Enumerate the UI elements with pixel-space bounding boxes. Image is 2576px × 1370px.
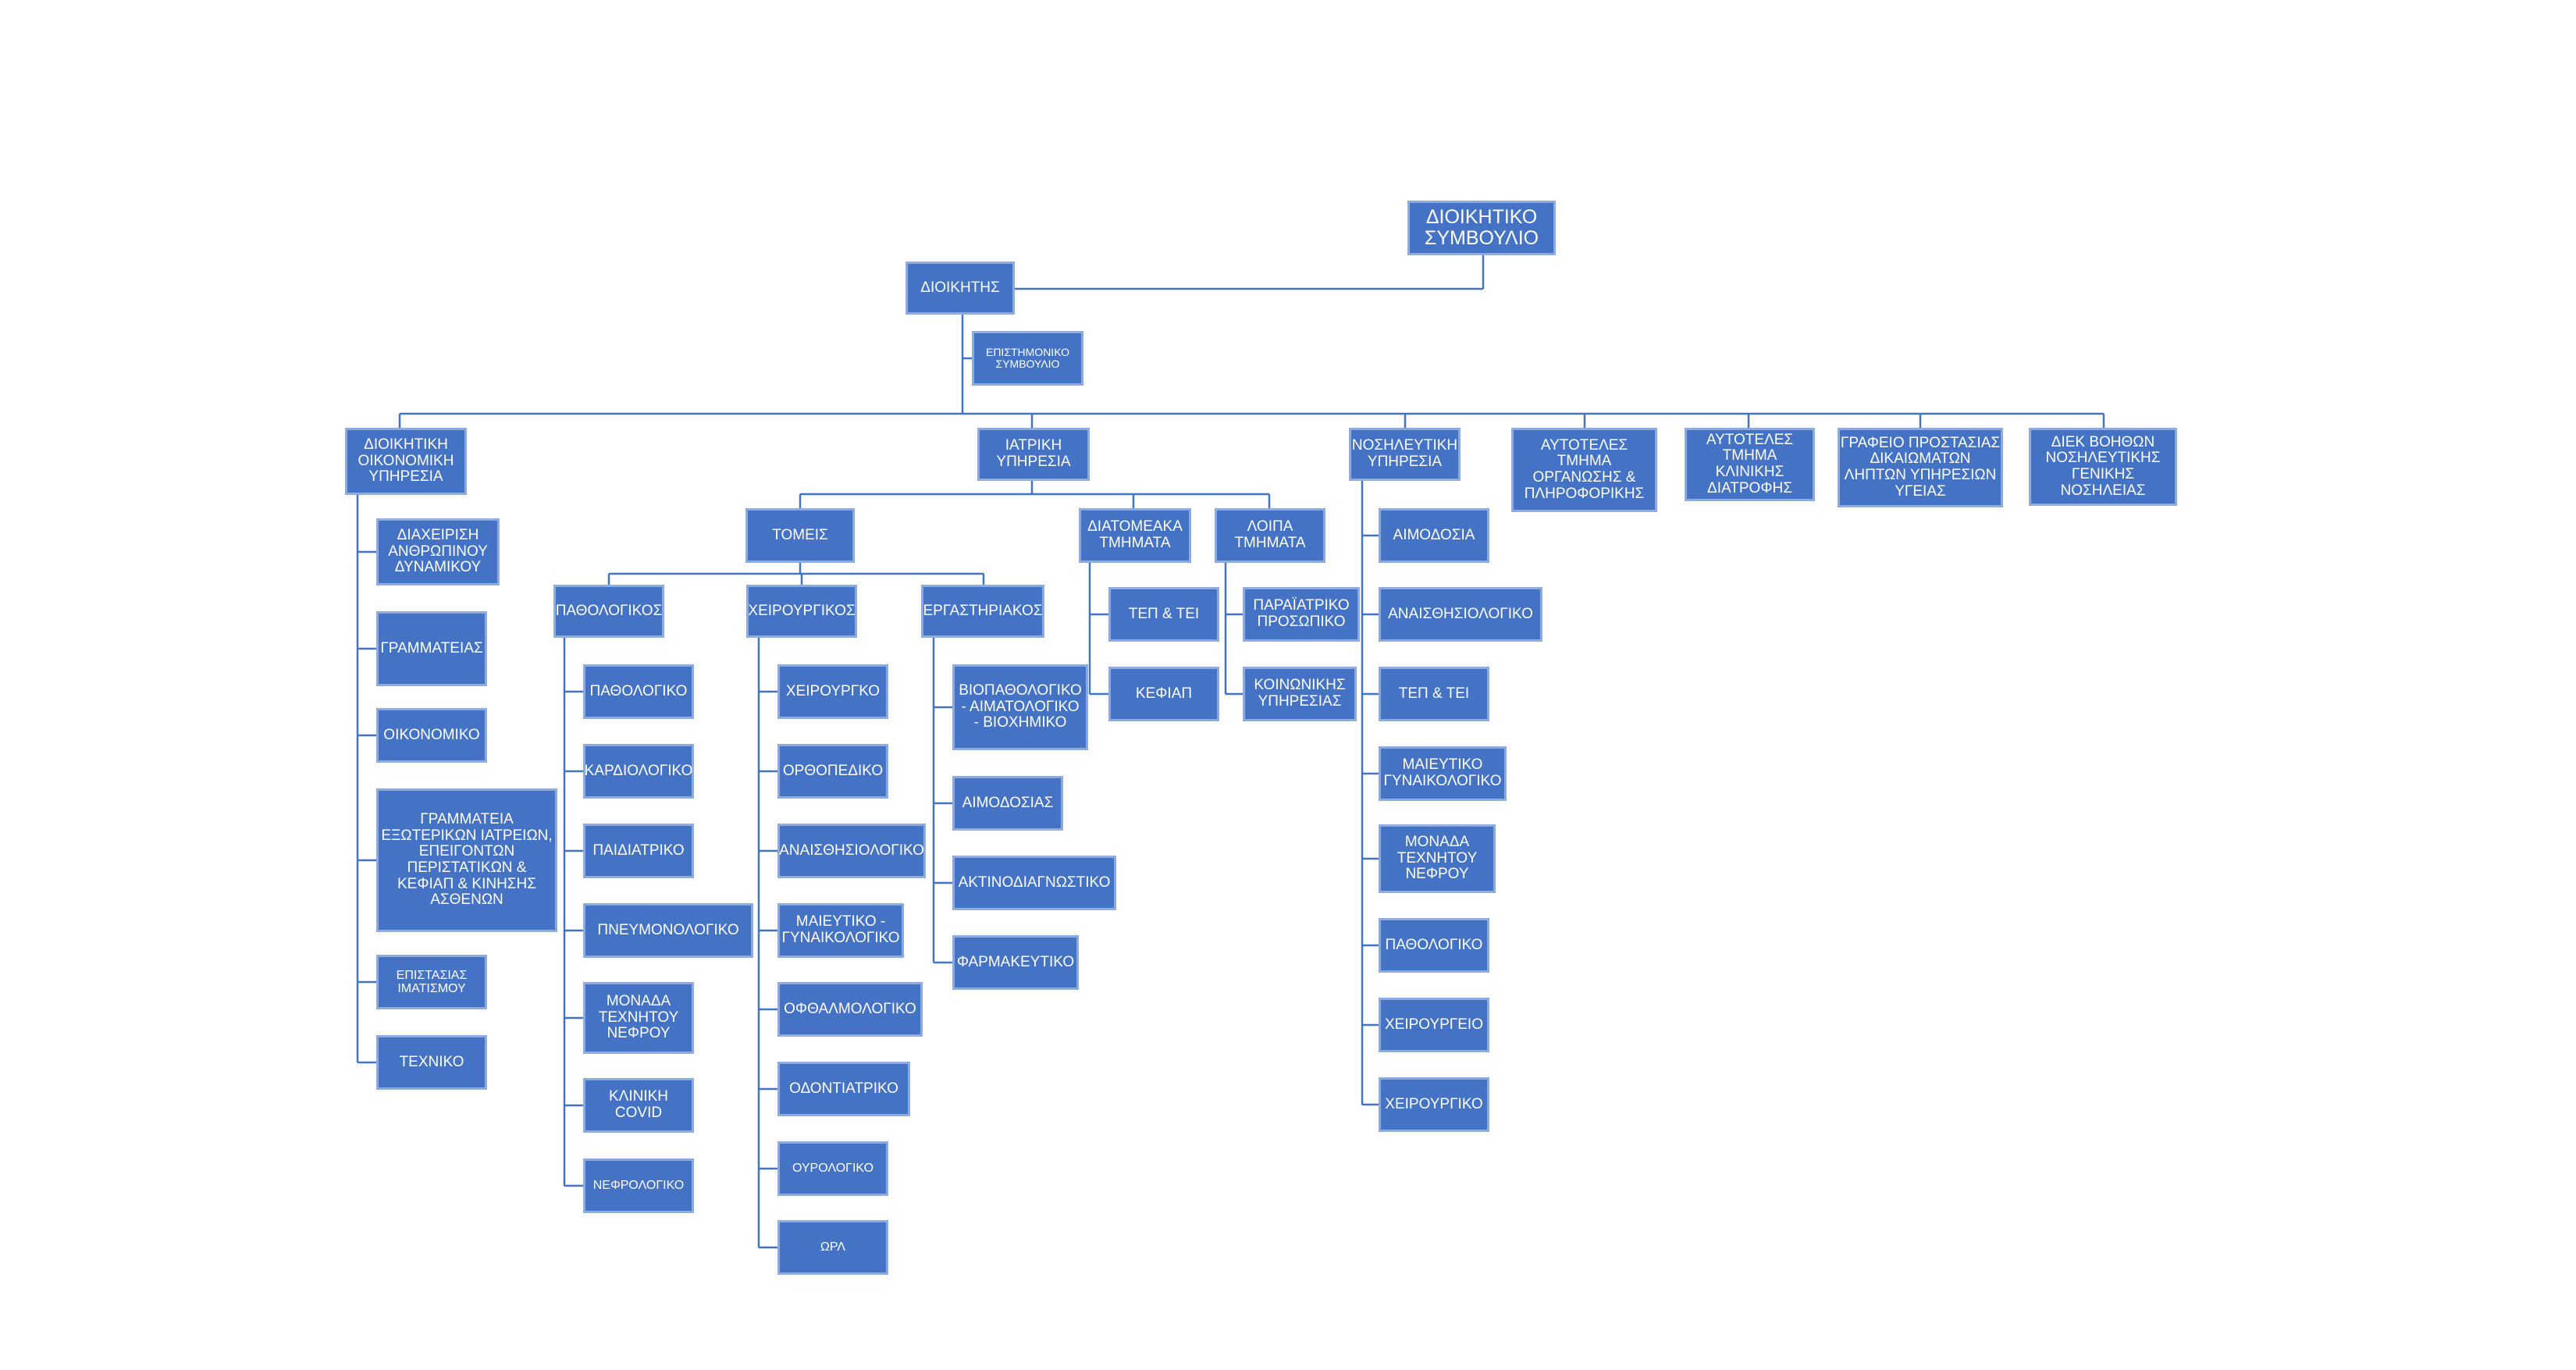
path-item: ΜΟΝΑΔΑ ΤΕΧΝΗΤΟΥ ΝΕΦΡΟΥ — [583, 982, 694, 1054]
path-item: ΠΝΕΥΜΟΝΟΛΟΓΙΚΟ — [583, 903, 753, 958]
admin-secretariat-box: ΓΡΑΜΜΑΤΕΙΑΣ — [376, 611, 487, 686]
admin-hr-box: ΔΙΑΧΕΙΡΙΣΗ ΑΝΘΡΩΠΙΝΟΥ ΔΥΝΑΜΙΚΟΥ — [376, 518, 500, 585]
nursing-item: ΑΝΑΙΣΘΗΣΙΟΛΟΓΙΚΟ — [1379, 587, 1542, 642]
admin-linen-box: ΕΠΙΣΤΑΣΙΑΣ ΙΜΑΤΙΣΜΟΥ — [376, 955, 487, 1009]
lab-item: ΦΑΡΜΑΚΕΥΤΙΚΟ — [952, 935, 1079, 990]
pathology-sector-box: ΠΑΘΟΛΟΓΙΚΟΣ — [553, 585, 664, 638]
path-item: ΠΑΘΟΛΟΓΙΚΟ — [583, 664, 694, 719]
surg-item: ΧΕΙΡΟΥΡΓΚΟ — [777, 664, 888, 719]
nursing-item: ΧΕΙΡΟΥΡΓΙΚΟ — [1379, 1077, 1489, 1132]
surg-item: ΟΔΟΝΤΙΑΤΡΙΚΟ — [777, 1062, 910, 1116]
path-item: ΝΕΦΡΟΛΟΓΙΚΟ — [583, 1158, 694, 1213]
lab-item: ΑΙΜΟΔΟΣΙΑΣ — [952, 776, 1063, 831]
lab-sector-box: ΕΡΓΑΣΤΗΡΙΑΚΟΣ — [921, 585, 1044, 638]
director-box: ΔΙΟΙΚΗΤΗΣ — [906, 262, 1015, 315]
other-item: ΚΟΙΝΩΝΙΚΗΣ ΥΠΗΡΕΣΙΑΣ — [1243, 667, 1357, 721]
nursing-item: ΑΙΜΟΔΟΣΙΑ — [1379, 508, 1489, 563]
interdept-item: ΤΕΠ & ΤΕΙ — [1108, 587, 1219, 642]
surg-item: ΟΡΘΟΠΕΔΙΚΟ — [777, 744, 888, 799]
sectors-box: ΤΟΜΕΙΣ — [745, 508, 855, 563]
nursing-service-box: ΝΟΣΗΛΕΥΤΙΚΗ ΥΠΗΡΕΣΙΑ — [1349, 428, 1461, 481]
admin-outpatient-box: ΓΡΑΜΜΑΤΕΙΑ ΕΞΩΤΕΡΙΚΩΝ ΙΑΤΡΕΙΩΝ, ΕΠΕΙΓΟΝΤ… — [376, 788, 557, 932]
other-item: ΠΑΡΑΪΑΤΡΙΚΟ ΠΡΟΣΩΠΙΚΟ — [1243, 587, 1360, 642]
surg-item: ΟΥΡΟΛΟΓΙΚΟ — [777, 1141, 888, 1196]
lab-item: ΑΚΤΙΝΟΔΙΑΓΝΩΣΤΙΚΟ — [952, 856, 1116, 910]
interdept-box: ΔΙΑΤΟΜΕΑΚΑ ΤΜΗΜΑΤΑ — [1079, 508, 1191, 563]
nutrition-dept-box: ΑΥΤΟΤΕΛΕΣ ΤΜΗΜΑ ΚΛΙΝΙΚΗΣ ΔΙΑΤΡΟΦΗΣ — [1685, 428, 1815, 501]
other-depts-box: ΛΟΙΠΑ ΤΜΗΜΑΤΑ — [1215, 508, 1325, 563]
it-dept-box: ΑΥΤΟΤΕΛΕΣ ΤΜΗΜΑ ΟΡΓΑΝΩΣΗΣ & ΠΛΗΡΟΦΟΡΙΚΗΣ — [1511, 428, 1657, 512]
surg-item: ΟΦΘΑΛΜΟΛΟΓΙΚΟ — [777, 982, 923, 1037]
nursing-item: ΜΑΙΕΥΤΙΚΟ ΓΥΝΑΙΚΟΛΟΓΙΚΟ — [1379, 746, 1507, 801]
interdept-item: ΚΕΦΙΑΠ — [1108, 667, 1219, 721]
surg-item: ΑΝΑΙΣΘΗΣΙΟΛΟΓΙΚΟ — [777, 824, 926, 878]
board-box: ΔΙΟΙΚΗΤΙΚΟ ΣΥΜΒΟΥΛΙΟ — [1407, 201, 1556, 255]
nursing-item: ΜΟΝΑΔΑ ΤΕΧΝΗΤΟΥ ΝΕΦΡΟΥ — [1379, 824, 1496, 893]
lab-item: ΒΙΟΠΑΘΟΛΟΓΙΚΟ - ΑΙΜΑΤΟΛΟΓΙΚΟ - ΒΙΟΧΗΜΙΚΟ — [952, 664, 1088, 750]
nursing-item: ΧΕΙΡΟΥΡΓΕΙΟ — [1379, 998, 1489, 1052]
admin-service-box: ΔΙΟΙΚΗΤΙΚΗ ΟΙΚΟΝΟΜΙΚΗ ΥΠΗΡΕΣΙΑ — [345, 428, 467, 495]
admin-finance-box: ΟΙΚΟΝΟΜΙΚΟ — [376, 708, 487, 763]
nursing-item: ΤΕΠ & ΤΕΙ — [1379, 667, 1489, 721]
nursing-director-box: ΔΙΕΚ ΒΟΗΘΩΝ ΝΟΣΗΛΕΥΤΙΚΗΣ ΓΕΝΙΚΗΣ ΝΟΣΗΛΕΙ… — [2029, 428, 2177, 506]
medical-service-box: ΙΑΤΡΙΚΗ ΥΠΗΡΕΣΙΑ — [977, 428, 1090, 481]
nursing-item: ΠΑΘΟΛΟΓΙΚΟ — [1379, 918, 1489, 973]
surg-item: ΜΑΙΕΥΤΙΚΟ - ΓΥΝΑΙΚΟΛΟΓΙΚΟ — [777, 903, 904, 958]
scientific-council-box: ΕΠΙΣΤΗΜΟΝΙΚΟ ΣΥΜΒΟΥΛΙΟ — [972, 331, 1083, 386]
surg-item: ΩΡΛ — [777, 1220, 888, 1275]
surgical-sector-box: ΧΕΙΡΟΥΡΓΙΚΟΣ — [746, 585, 857, 638]
path-item: ΚΛΙΝΙΚΗ COVID — [583, 1078, 694, 1133]
path-item: ΠΑΙΔΙΑΤΡΙΚΟ — [583, 824, 694, 878]
path-item: ΚΑΡΔΙΟΛΟΓΙΚΟ — [583, 744, 694, 799]
admin-technical-box: ΤΕΧΝΙΚΟ — [376, 1035, 487, 1090]
rights-office-box: ΓΡΑΦΕΙΟ ΠΡΟΣΤΑΣΙΑΣ ΔΙΚΑΙΩΜΑΤΩΝ ΛΗΠΤΩΝ ΥΠ… — [1838, 428, 2003, 507]
